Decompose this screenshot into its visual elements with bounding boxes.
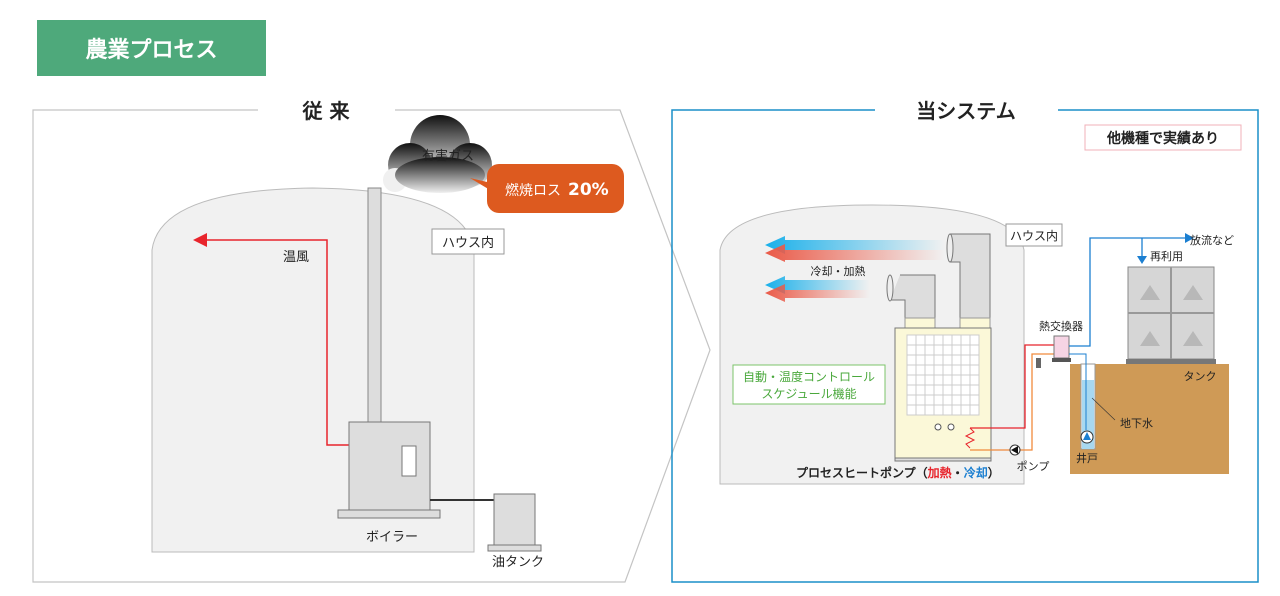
warm-air-label: 温風: [283, 250, 309, 265]
house-label: ハウス内: [1010, 229, 1058, 243]
conventional-panel: 従 来 有害ガス 燃焼ロス 20% ハウス内 温風 ボイラー 油タンク: [32, 99, 711, 583]
loss-value: 20%: [568, 180, 609, 200]
water-tank: [1126, 266, 1216, 364]
heat-pump-label: プロセスヒートポンプ（加熱・冷却）: [796, 465, 1000, 480]
reuse-label: 再利用: [1150, 250, 1183, 263]
track-record-badge: 他機種で実績あり: [1106, 130, 1219, 147]
conventional-heading: 従 来: [302, 99, 351, 123]
air-label: 冷却・加熱: [811, 265, 866, 278]
system-panel: 当システム 他機種で実績あり 冷却・加熱 自動・温度コントロール スケジ: [671, 99, 1259, 583]
exchanger-label: 熱交換器: [1039, 319, 1083, 333]
oil-tank: [493, 493, 536, 546]
gas-label: 有害ガス: [422, 148, 474, 164]
well-label: 井戸: [1076, 451, 1098, 465]
air-arrows: [765, 236, 945, 302]
heat-exchanger: [1053, 335, 1070, 359]
tank-label: タンク: [1184, 370, 1217, 383]
chimney: [367, 187, 382, 425]
oil-tank-label: 油タンク: [492, 555, 544, 570]
pump-label: ポンプ: [1017, 460, 1050, 473]
boiler-label: ボイラー: [366, 530, 418, 545]
house-label: ハウス内: [442, 235, 494, 251]
discharge-label: 放流など: [1190, 233, 1234, 247]
loss-callout: 燃焼ロス 20%: [470, 164, 624, 213]
heat-pump: [886, 233, 992, 462]
control-line1: 自動・温度コントロール: [743, 369, 875, 384]
boiler: [348, 421, 431, 511]
control-line2: スケジュール機能: [761, 386, 856, 401]
system-heading: 当システム: [916, 99, 1015, 123]
ground: [1070, 364, 1229, 474]
page-title: 農業プロセス: [37, 20, 266, 76]
loss-label: 燃焼ロス: [505, 182, 561, 199]
groundwater-label: 地下水: [1120, 417, 1153, 430]
warm-air-arrow: [205, 239, 349, 446]
gas-cloud: [383, 115, 492, 193]
